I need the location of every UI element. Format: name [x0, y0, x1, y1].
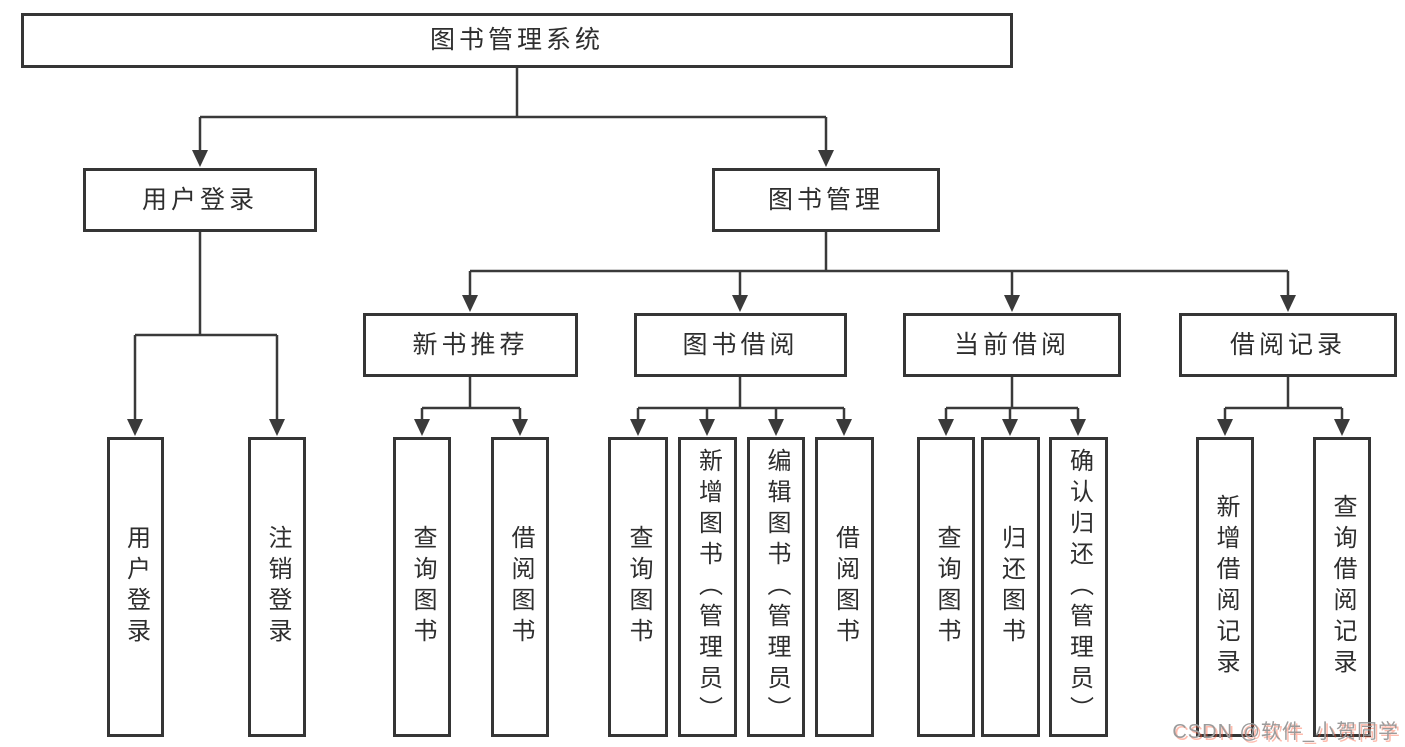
- branch-current-borrowing-label: 当前借阅: [953, 330, 1070, 359]
- connector-book-mgmt-to-level3: [468, 232, 1290, 297]
- leaf-borrow-books-recommend: 借阅图书: [491, 437, 549, 737]
- branch-new-book-recommendation-label: 新书推荐: [412, 330, 529, 359]
- leaf-user-login: 用户登录: [107, 437, 164, 737]
- connector-recommend-to-leaves: [420, 377, 522, 421]
- leaf-query-borrow-record: 查询借阅记录: [1313, 437, 1371, 737]
- leaf-borrow-books-borrowing-label: 借阅图书: [831, 525, 859, 649]
- leaf-query-books-borrowing-label: 查询图书: [625, 525, 652, 649]
- leaf-return-books: 归还图书: [981, 437, 1040, 737]
- watermark: CSDN @软件_小贺同学: [1172, 721, 1399, 743]
- branch-book-borrowing-label: 图书借阅: [682, 330, 799, 359]
- branch-borrowing-records: 借阅记录: [1179, 313, 1397, 377]
- leaf-query-books-recommend: 查询图书: [393, 437, 451, 737]
- leaf-add-books-admin: 新增图书（管理员）: [678, 437, 737, 737]
- leaf-return-books-label: 归还图书: [997, 525, 1025, 649]
- branch-book-management-label: 图书管理: [767, 185, 884, 214]
- leaf-logout: 注销登录: [248, 437, 306, 737]
- leaf-add-books-admin-label: 新增图书（管理员）: [694, 447, 722, 727]
- leaf-query-books-borrowing: 查询图书: [608, 437, 668, 737]
- leaf-user-login-label: 用户登录: [122, 525, 150, 649]
- connector-current-to-leaves: [944, 377, 1080, 421]
- leaf-edit-books-admin-label: 编辑图书（管理员）: [763, 447, 790, 727]
- connector-root-to-level2: [198, 68, 828, 152]
- connector-user-login-to-leaves: [133, 232, 279, 421]
- node-library-system-label: 图书管理系统: [429, 26, 604, 54]
- leaf-confirm-return-admin-label: 确认归还（管理员）: [1065, 447, 1093, 727]
- leaf-query-books-current: 查询图书: [917, 437, 975, 737]
- branch-book-borrowing: 图书借阅: [634, 313, 847, 377]
- node-library-system: 图书管理系统: [21, 13, 1013, 68]
- connector-borrowing-to-leaves: [636, 377, 846, 421]
- branch-borrowing-records-label: 借阅记录: [1229, 330, 1346, 359]
- branch-book-management: 图书管理: [712, 168, 940, 232]
- leaf-add-borrow-record-label: 新增借阅记录: [1212, 494, 1239, 680]
- leaf-add-borrow-record: 新增借阅记录: [1196, 437, 1254, 737]
- leaf-borrow-books-recommend-label: 借阅图书: [507, 525, 534, 649]
- branch-new-book-recommendation: 新书推荐: [363, 313, 578, 377]
- leaf-borrow-books-borrowing: 借阅图书: [815, 437, 874, 737]
- branch-user-login-label: 用户登录: [141, 185, 258, 214]
- leaf-logout-label: 注销登录: [264, 525, 291, 649]
- leaf-query-borrow-record-label: 查询借阅记录: [1329, 494, 1356, 680]
- branch-current-borrowing: 当前借阅: [903, 313, 1121, 377]
- leaf-query-books-recommend-label: 查询图书: [409, 525, 436, 649]
- leaf-edit-books-admin: 编辑图书（管理员）: [747, 437, 805, 737]
- leaf-confirm-return-admin: 确认归还（管理员）: [1049, 437, 1108, 737]
- leaf-query-books-current-label: 查询图书: [933, 525, 960, 649]
- connector-records-to-leaves: [1223, 377, 1344, 421]
- branch-user-login: 用户登录: [83, 168, 317, 232]
